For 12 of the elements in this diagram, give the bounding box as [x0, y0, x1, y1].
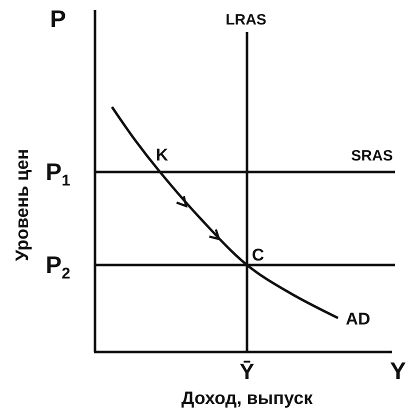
curve-label: AD — [346, 310, 370, 328]
axis-title: Уровень цен — [13, 148, 31, 262]
point-label: C — [252, 246, 264, 264]
axis-title: Доход, выпуск — [181, 389, 313, 407]
axis-label: P — [50, 8, 66, 32]
price-label: P$_{1}$ — [46, 160, 70, 190]
curve-label: SRAS — [351, 148, 393, 164]
curve-label: LRAS — [226, 12, 266, 28]
axis-label: Y — [390, 360, 406, 384]
price-label: P$_{2}$ — [46, 254, 70, 282]
tick-label: Ȳ — [240, 361, 254, 383]
point-label: K — [156, 146, 168, 164]
